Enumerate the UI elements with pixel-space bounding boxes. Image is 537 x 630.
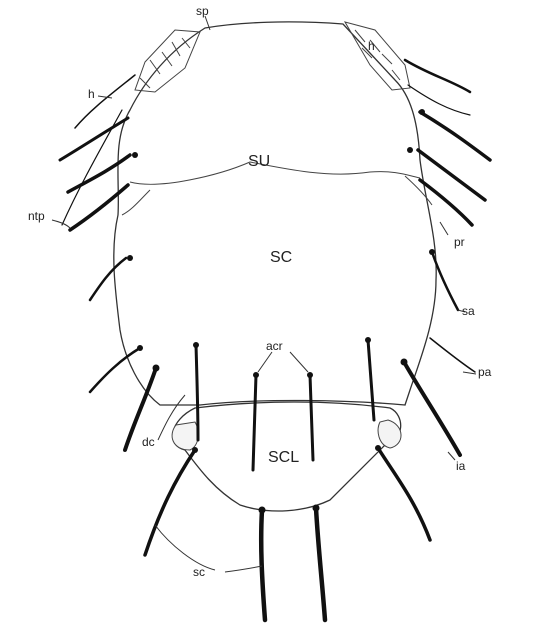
leader-pr xyxy=(440,222,448,235)
label-scl: SCL xyxy=(268,449,299,466)
scl-lobe-left xyxy=(172,422,198,450)
label-pr: pr xyxy=(454,235,465,249)
seta-sc-apical-right xyxy=(316,508,325,620)
label-sc-region: SC xyxy=(270,249,292,266)
leader-acr-right xyxy=(290,352,308,372)
label-pa: pa xyxy=(478,365,492,379)
leader-ia xyxy=(448,452,455,460)
label-sa: sa xyxy=(462,304,475,318)
label-h-left: h xyxy=(88,87,95,101)
seta-posthumeral-right xyxy=(408,85,470,115)
scl-lobe-right xyxy=(378,420,401,448)
seta-acr-left xyxy=(253,375,256,470)
leader-acr-left xyxy=(258,352,272,372)
seta-pa-right xyxy=(430,338,475,372)
seta-ia-right xyxy=(404,362,460,455)
label-su: SU xyxy=(248,153,270,170)
seta-dc-right xyxy=(368,340,374,420)
humeral-callus-left xyxy=(135,30,200,92)
seta-humeral-right xyxy=(405,60,470,92)
label-dc: dc xyxy=(142,435,155,449)
seta-ntp-right-2 xyxy=(418,150,485,200)
label-ntp: ntp xyxy=(28,209,45,223)
seta-ntp-1 xyxy=(68,155,130,192)
seta-ntp-right-1 xyxy=(420,112,490,160)
leader-ntp xyxy=(52,220,70,228)
humeral-callus-right xyxy=(345,22,410,90)
seta-acr-right xyxy=(310,375,313,460)
leader-sc-a xyxy=(155,525,215,570)
seta-sc-right-1 xyxy=(378,448,430,540)
leader-h-left xyxy=(98,96,112,98)
seta-sc-apical-left xyxy=(261,510,265,620)
suture-branch-left xyxy=(122,190,150,215)
seta-sc-left-1 xyxy=(145,450,195,555)
seta-sa-left xyxy=(90,258,126,300)
leader-sc-b xyxy=(225,566,262,572)
transverse-suture xyxy=(130,162,420,184)
label-h-right: h xyxy=(368,39,375,53)
label-ia: ia xyxy=(456,459,466,473)
leader-pa xyxy=(463,372,476,374)
label-acr: acr xyxy=(266,339,283,353)
label-sp: sp xyxy=(196,4,209,18)
label-sc-setae: sc xyxy=(193,565,205,579)
